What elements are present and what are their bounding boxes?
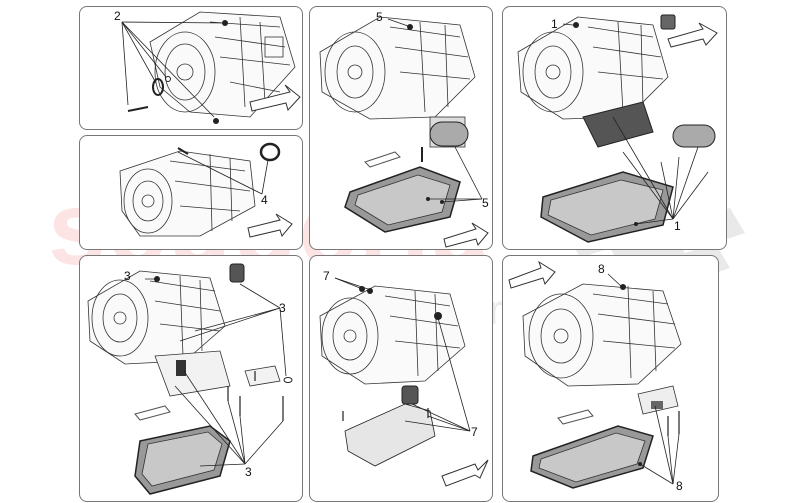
front-arrow-icon: [508, 260, 556, 289]
callout-label: 7: [323, 269, 330, 283]
panel-valve-body: 1 1: [502, 6, 727, 250]
panel-oil-filter: 8 8: [502, 255, 719, 502]
valve-body-icon: [582, 101, 654, 148]
callout-label: 3: [279, 301, 286, 315]
panel-mechatronic-kit: 3 3 3: [79, 255, 303, 502]
front-arrow-icon: [249, 84, 301, 112]
front-arrow-icon: [443, 222, 489, 248]
callout-label: 5: [482, 196, 489, 210]
callout-label: 8: [598, 262, 605, 276]
panel-rear-seal: 4: [79, 135, 303, 250]
panel-hydraulic-unit: 7 7: [309, 255, 493, 502]
filter-icon: [429, 121, 469, 147]
front-arrow-icon: [441, 459, 489, 487]
sleeve-icon: [660, 14, 676, 30]
callout-label: 2: [114, 9, 121, 23]
panel-oil-pan: 5 5: [309, 6, 493, 250]
callout-label: 3: [245, 465, 252, 479]
gearbox-illustration: [87, 263, 293, 495]
gearbox-illustration: [319, 277, 489, 487]
callout-label: 7: [471, 425, 478, 439]
gearbox-illustration: [121, 11, 301, 124]
callout-label: 1: [551, 17, 558, 31]
callout-label: 8: [676, 479, 683, 493]
sleeve-icon: [229, 263, 245, 283]
panel-seal-kit: 2: [79, 6, 303, 130]
callout-label: 1: [674, 219, 681, 233]
solenoid-icon: [176, 360, 186, 376]
gearbox-illustration: [517, 14, 718, 243]
front-arrow-icon: [247, 213, 293, 238]
filter-icon: [672, 124, 716, 148]
rear-seal-icon: [259, 142, 281, 162]
callout-label: 5: [376, 10, 383, 24]
gearbox-illustration: [508, 260, 682, 489]
gearbox-illustration: [319, 16, 489, 248]
front-arrow-icon: [667, 22, 718, 48]
gearbox-illustration: [119, 142, 293, 238]
bolt-icon: [127, 106, 149, 112]
callout-label: 4: [261, 193, 268, 207]
shaft-seal-icon: [152, 78, 164, 96]
sleeve-icon: [401, 385, 419, 405]
callout-label: 3: [124, 269, 131, 283]
